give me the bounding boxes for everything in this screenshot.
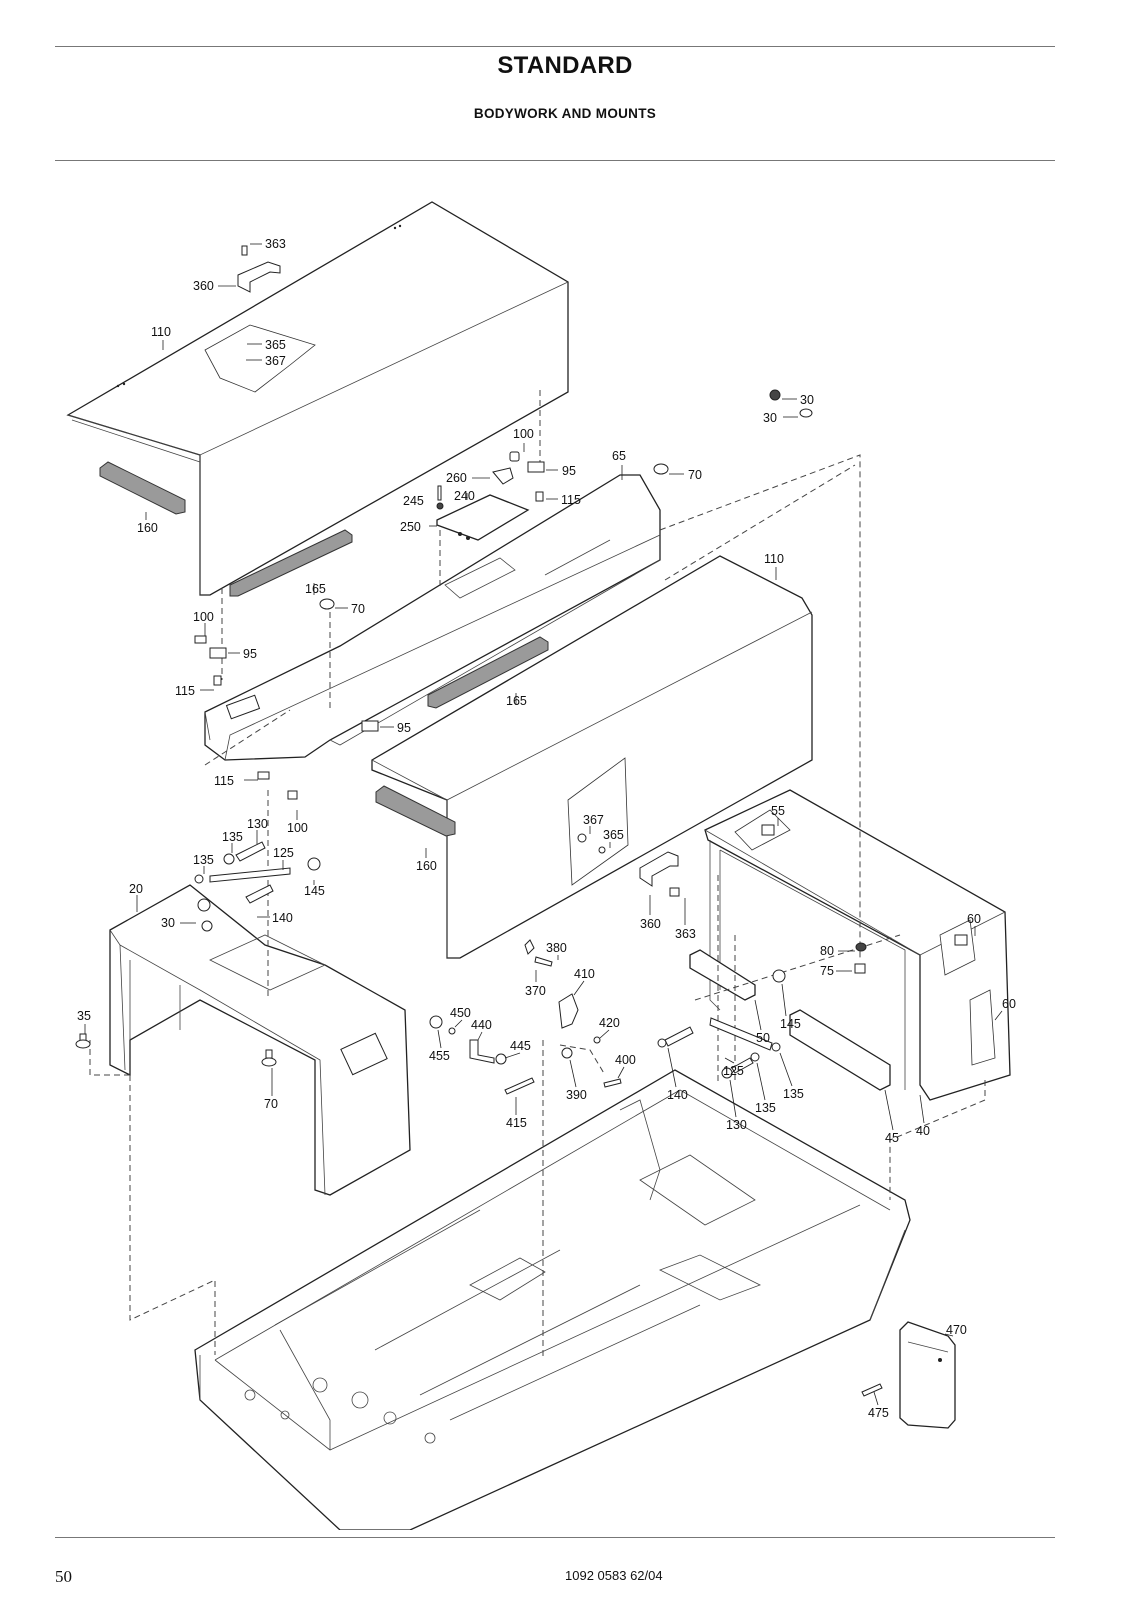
callout-367: 367 <box>583 813 604 827</box>
callout-115: 115 <box>175 684 195 698</box>
header-top-rule <box>55 46 1055 47</box>
handle-360-top <box>237 245 281 293</box>
callout-40: 40 <box>916 1124 930 1138</box>
callout-367: 367 <box>265 354 286 368</box>
callout-370: 370 <box>525 984 546 998</box>
leader-lines <box>84 243 1003 1406</box>
callout-30: 30 <box>161 916 175 930</box>
callout-445: 445 <box>510 1039 531 1053</box>
callout-390: 390 <box>566 1088 587 1102</box>
assembly-lines <box>89 390 986 1360</box>
side-box-40 <box>704 789 1011 1101</box>
rubber-strip-165-left <box>229 529 353 597</box>
callout-140: 140 <box>272 911 293 925</box>
callout-70: 70 <box>264 1097 278 1111</box>
callout-35: 35 <box>77 1009 91 1023</box>
callout-70: 70 <box>351 602 365 616</box>
callout-65: 65 <box>612 449 626 463</box>
callout-100: 100 <box>287 821 308 835</box>
document-reference: 1092 0583 62/04 <box>565 1568 663 1583</box>
callout-110: 110 <box>764 552 784 566</box>
callout-75: 75 <box>820 964 834 978</box>
callout-130: 130 <box>726 1118 747 1132</box>
callout-455: 455 <box>429 1049 450 1063</box>
callout-260: 260 <box>446 471 467 485</box>
base-frame <box>194 1069 911 1530</box>
callout-135: 135 <box>222 830 243 844</box>
callout-380: 380 <box>546 941 567 955</box>
callout-130: 130 <box>247 817 268 831</box>
callout-135: 135 <box>193 853 214 867</box>
callout-110: 110 <box>151 325 171 339</box>
callout-240: 240 <box>454 489 475 503</box>
callout-100: 100 <box>193 610 214 624</box>
handle-360-right <box>639 851 679 887</box>
rail-45 <box>789 1009 891 1091</box>
callout-100: 100 <box>513 427 534 441</box>
callout-363: 363 <box>675 927 696 941</box>
callout-60: 60 <box>1002 997 1016 1011</box>
callout-labels: 363 360 110 365 367 30 30 100 95 65 260 … <box>77 237 1016 1420</box>
callout-160: 160 <box>416 859 437 873</box>
center-beam-65 <box>204 474 661 761</box>
callout-70: 70 <box>688 468 702 482</box>
callout-475: 475 <box>868 1406 889 1420</box>
canopy-panel-right <box>371 555 813 959</box>
callout-125: 125 <box>273 846 294 860</box>
callout-60: 60 <box>967 912 981 926</box>
section-subtitle: BODYWORK AND MOUNTS <box>473 106 657 121</box>
rubber-strip-160-left <box>99 461 186 515</box>
hardware <box>75 389 968 1397</box>
header-bottom-rule <box>55 160 1055 161</box>
rubber-strip-160-right <box>375 785 456 837</box>
callout-363: 363 <box>265 237 286 251</box>
callout-415: 415 <box>506 1116 527 1130</box>
callout-470: 470 <box>946 1323 967 1337</box>
panel-470 <box>899 1321 956 1429</box>
cover-plate-240 <box>436 494 530 541</box>
callout-360: 360 <box>640 917 661 931</box>
callout-80: 80 <box>820 944 834 958</box>
callout-55: 55 <box>771 804 785 818</box>
callout-140: 140 <box>667 1088 688 1102</box>
callout-410: 410 <box>574 967 595 981</box>
callout-30: 30 <box>800 393 814 407</box>
canopy-panel-left <box>66 201 569 596</box>
callout-165: 165 <box>305 582 326 596</box>
callout-50: 50 <box>756 1031 770 1045</box>
callout-135: 135 <box>783 1087 804 1101</box>
callout-165: 165 <box>506 694 527 708</box>
bracket-50 <box>689 949 756 1001</box>
callout-365: 365 <box>265 338 286 352</box>
callout-160: 160 <box>137 521 158 535</box>
callout-365: 365 <box>603 828 624 842</box>
callout-95: 95 <box>562 464 576 478</box>
callout-20: 20 <box>129 882 143 896</box>
page-title: STANDARD <box>497 52 633 79</box>
callout-440: 440 <box>471 1018 492 1032</box>
callout-95: 95 <box>397 721 411 735</box>
callout-125: 125 <box>723 1064 744 1078</box>
callout-145: 145 <box>304 884 325 898</box>
exploded-parts-diagram: 363 360 110 365 367 30 30 100 95 65 260 … <box>66 201 1016 1530</box>
callout-450: 450 <box>450 1006 471 1020</box>
callout-45: 45 <box>885 1131 899 1145</box>
callout-135: 135 <box>755 1101 776 1115</box>
callout-115: 115 <box>214 774 234 788</box>
callout-145: 145 <box>780 1017 801 1031</box>
callout-420: 420 <box>599 1016 620 1030</box>
callout-400: 400 <box>615 1053 636 1067</box>
callout-245: 245 <box>403 494 424 508</box>
callout-115: 115 <box>561 493 581 507</box>
footer-rule <box>55 1537 1055 1538</box>
callout-250: 250 <box>400 520 421 534</box>
callout-95: 95 <box>243 647 257 661</box>
support-frame-20 <box>109 884 411 1196</box>
callout-30: 30 <box>763 411 777 425</box>
rubber-strip-165-center <box>427 636 549 709</box>
page-number: 50 <box>55 1567 72 1586</box>
callout-360: 360 <box>193 279 214 293</box>
